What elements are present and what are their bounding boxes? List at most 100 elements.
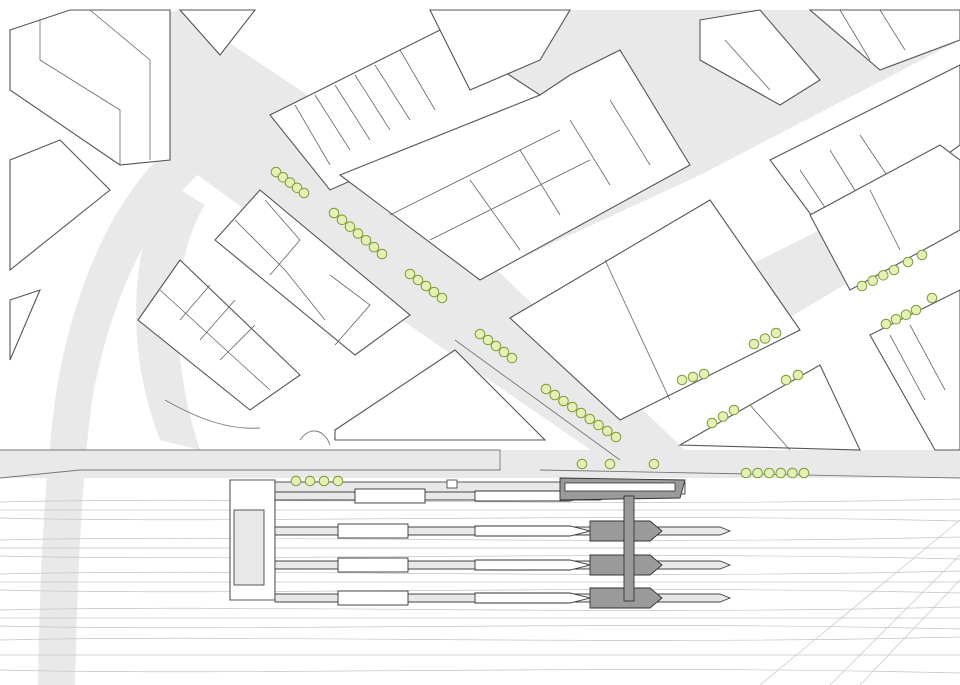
tree (549, 389, 561, 401)
tree (368, 241, 380, 253)
tree (474, 328, 486, 340)
tree (752, 467, 763, 479)
block-lots (219, 324, 256, 361)
tree (798, 467, 810, 479)
block-lots (749, 404, 791, 451)
tree (687, 371, 699, 383)
tree (482, 334, 494, 346)
platform-canopy (337, 590, 409, 606)
tree (759, 333, 771, 344)
tree (290, 475, 302, 487)
block-central (338, 49, 691, 281)
tree (291, 182, 303, 194)
block-large-square (509, 199, 801, 421)
tree (698, 368, 710, 380)
track-line (0, 606, 960, 611)
block-lots (374, 64, 411, 121)
building-blocks (9, 9, 960, 451)
block-east-lower (869, 289, 960, 451)
tree (916, 249, 928, 261)
tree (436, 292, 448, 304)
tree (890, 314, 902, 325)
tree (910, 304, 922, 316)
station-entrance-block (233, 509, 265, 586)
block-lots (354, 74, 391, 131)
station-footbridge (623, 495, 635, 602)
tree (706, 417, 718, 429)
block-forecourt-triangle (334, 349, 547, 441)
track-line (0, 555, 960, 560)
tree (332, 475, 344, 487)
rail-tracks (0, 498, 960, 685)
tree (787, 467, 798, 479)
block-west-lower (137, 259, 301, 411)
tree (298, 187, 310, 199)
block-lots (609, 99, 651, 166)
block-top-left (9, 9, 171, 166)
track-line (0, 498, 960, 503)
block-left-low (9, 289, 41, 361)
block-left-mid (9, 139, 111, 272)
tree (867, 275, 879, 287)
tree (900, 309, 912, 321)
tree (856, 280, 868, 292)
block-northeast-far (808, 9, 960, 71)
tree (602, 425, 613, 437)
platform-canopy (474, 559, 591, 571)
block-lots (889, 334, 926, 401)
block-west-upper (214, 189, 411, 356)
block-lots (839, 9, 871, 61)
tree (270, 166, 282, 178)
tree (780, 374, 792, 386)
block-top-tiny (178, 9, 257, 56)
track-line (0, 625, 960, 630)
tree (344, 221, 356, 232)
tree (412, 274, 424, 286)
station-hall-roof (564, 482, 676, 492)
track-branch (859, 579, 960, 685)
tree (740, 467, 752, 479)
tree (604, 458, 616, 470)
block-east-mid (809, 144, 960, 291)
tree (763, 467, 775, 479)
platform-canopy (337, 523, 409, 539)
tree (880, 318, 892, 330)
platform-canopy (354, 488, 426, 504)
tree (540, 383, 552, 395)
tree (558, 395, 569, 407)
track-line (0, 669, 960, 674)
left-viaduct (38, 135, 215, 685)
tree (888, 264, 900, 276)
tree (902, 256, 914, 268)
tree (420, 280, 432, 292)
tree (717, 411, 729, 422)
tree (593, 419, 604, 431)
track-line (0, 517, 960, 522)
tree (428, 286, 440, 298)
block-lots (334, 84, 371, 141)
track-line (0, 589, 960, 594)
tree (304, 475, 316, 487)
tree (792, 369, 804, 381)
tree (770, 327, 782, 339)
tree (404, 268, 416, 280)
track-line (0, 636, 960, 641)
tree (328, 207, 340, 219)
tree (728, 404, 740, 416)
street-trees (270, 166, 938, 487)
block-lots (179, 284, 211, 321)
tree (352, 228, 364, 239)
block-lots (329, 274, 371, 346)
tree (277, 172, 289, 183)
block-lots (569, 119, 611, 186)
tree (748, 338, 760, 350)
tree (775, 467, 787, 479)
tree (336, 214, 348, 226)
track-line (0, 536, 960, 541)
tree (610, 431, 622, 443)
block-lots (869, 189, 901, 251)
station-complex (229, 477, 732, 609)
tree (284, 177, 296, 188)
tree (506, 352, 518, 364)
